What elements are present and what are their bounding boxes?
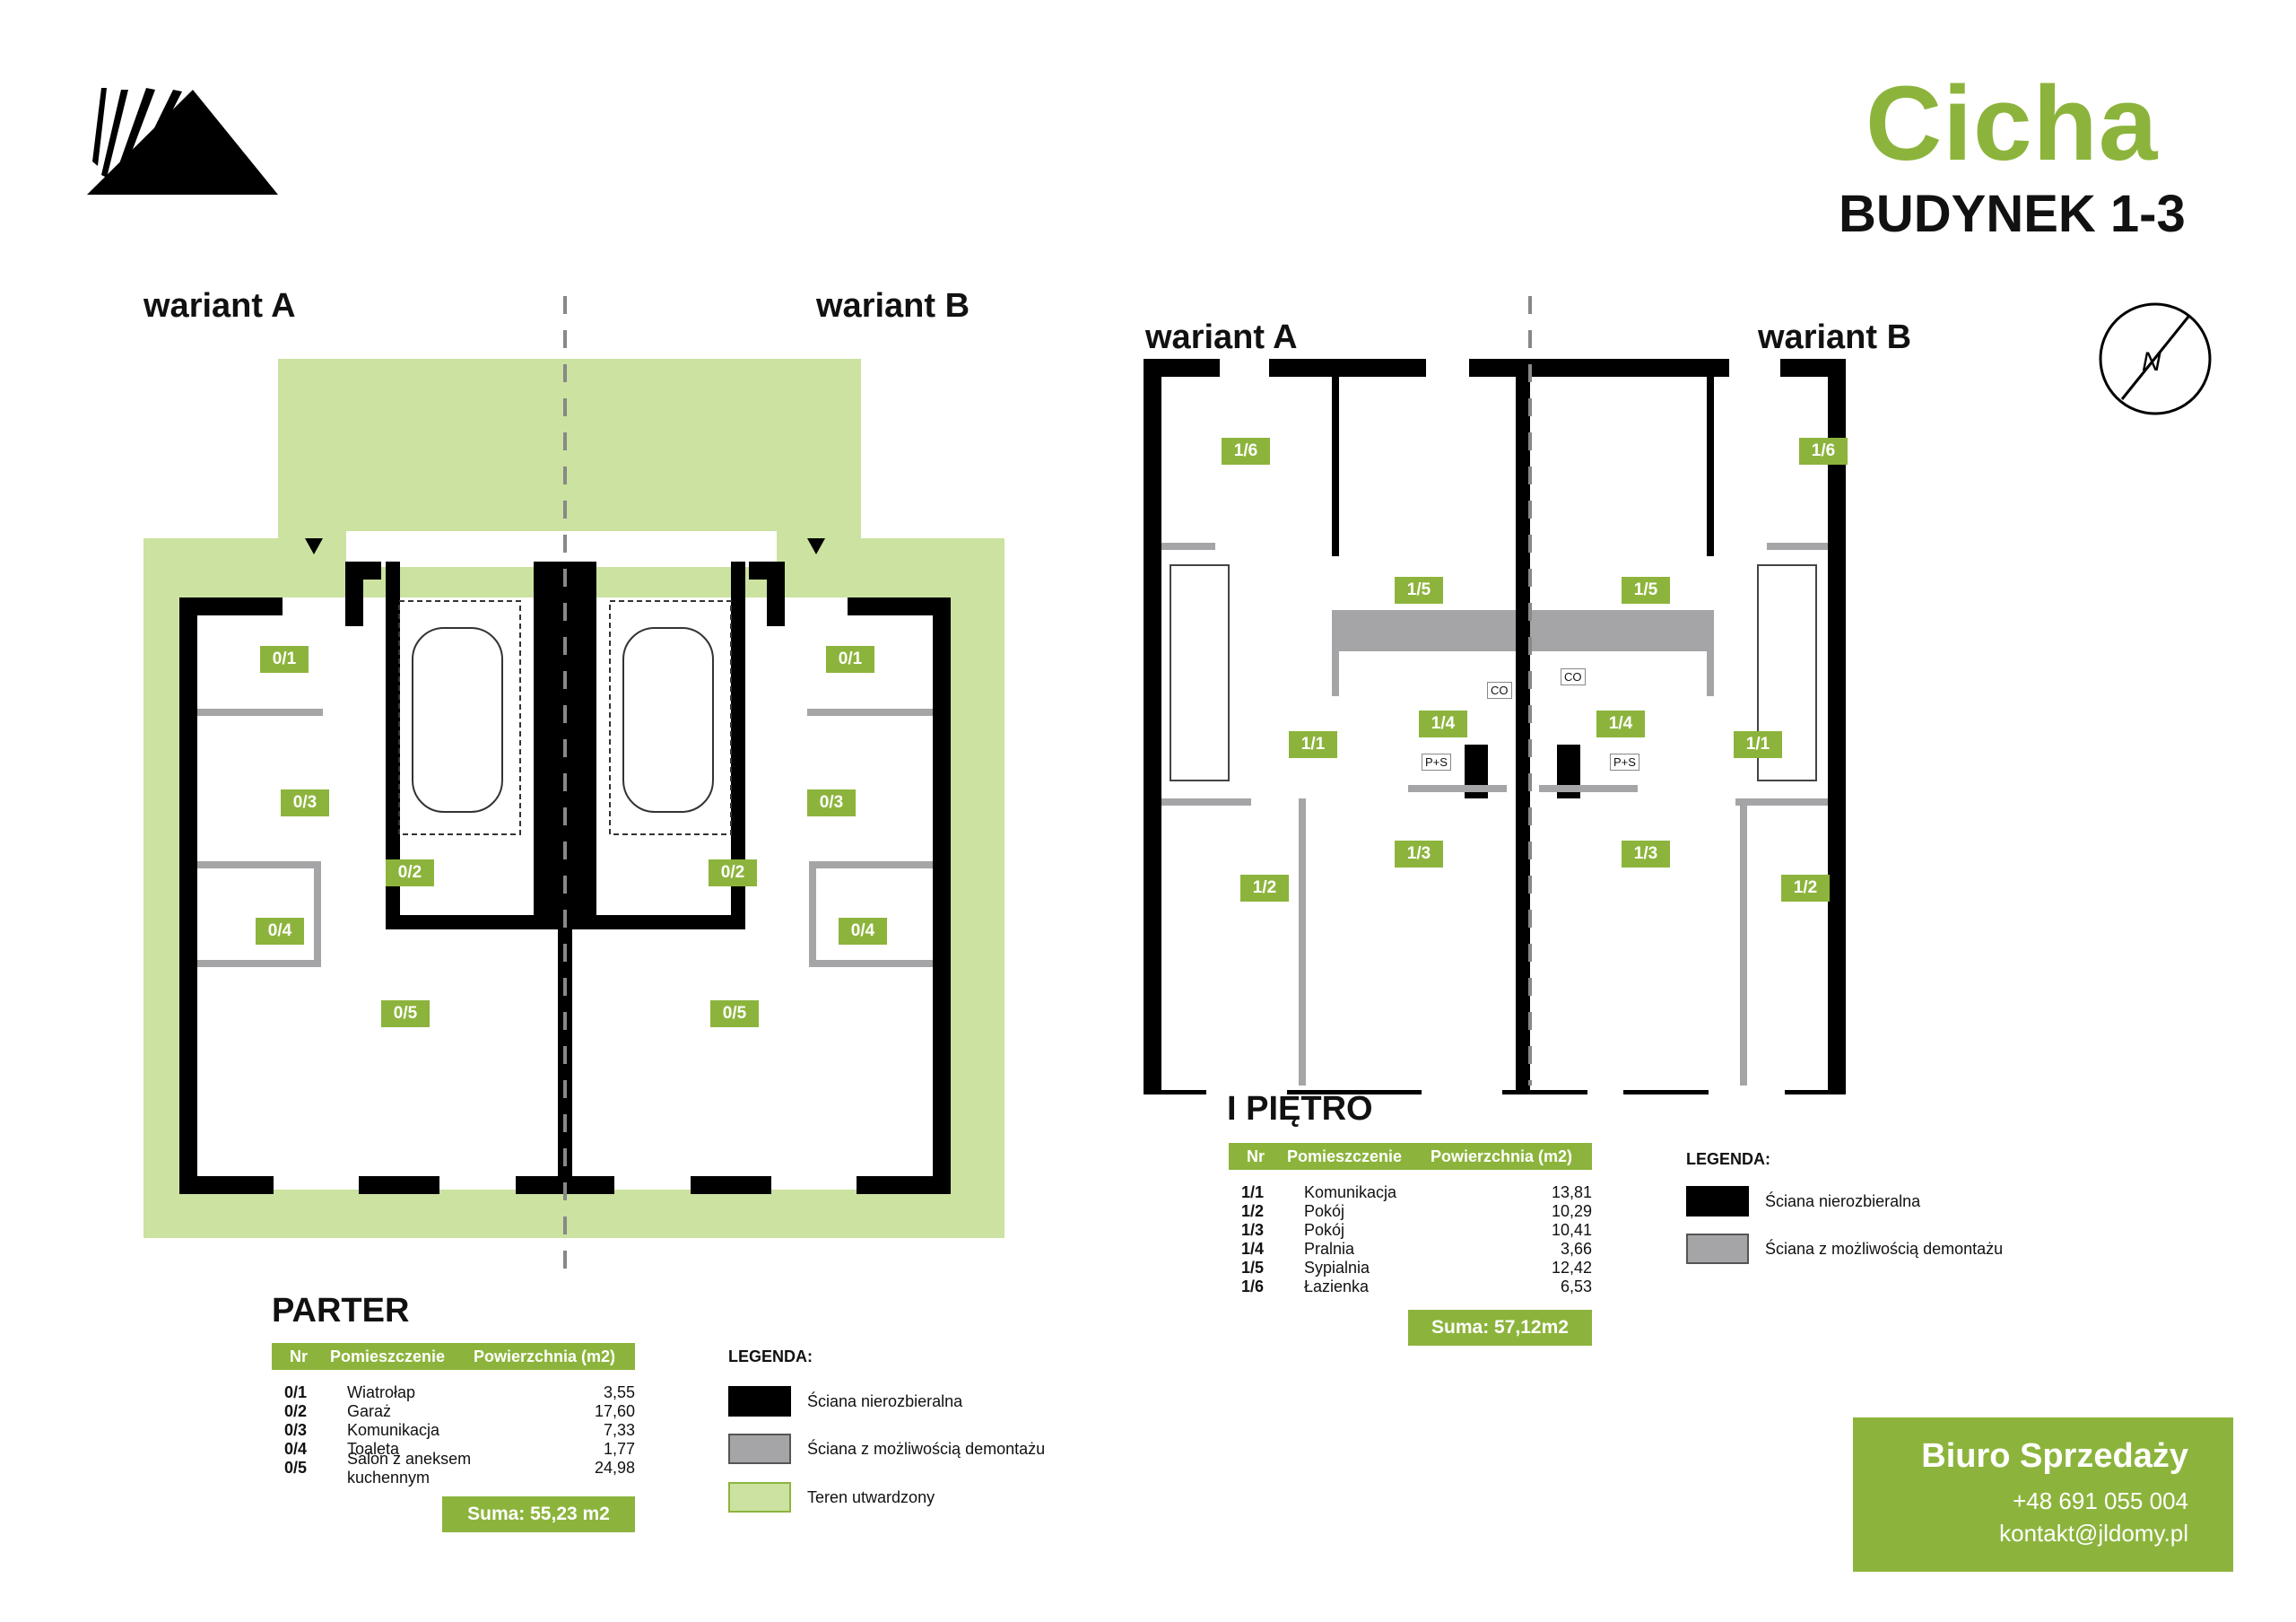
compass: N [2099, 302, 2212, 415]
room-label: 1/2 [1781, 875, 1830, 902]
plan-divider [1528, 296, 1532, 1086]
room-label: 1/1 [1734, 731, 1782, 758]
room-label: 1/5 [1395, 577, 1443, 604]
legend-title: LEGENDA: [1686, 1150, 1770, 1168]
room-label: 0/2 [386, 859, 434, 886]
mountain-logo-icon [87, 88, 278, 195]
room-label: 0/5 [381, 1000, 430, 1027]
room-label: 0/5 [710, 1000, 759, 1027]
sales-title: Biuro Sprzedaży [1921, 1437, 2188, 1475]
pietro-title: I PIĘTRO [1227, 1090, 1373, 1128]
room-label: 1/4 [1419, 711, 1467, 737]
legend-item: Ściana nierozbieralna [728, 1386, 962, 1417]
room-label: 0/4 [839, 918, 887, 945]
parter-sum: Suma: 55,23 m2 [442, 1496, 635, 1532]
removable-walls [197, 709, 933, 967]
sales-email[interactable]: kontakt@jldomy.pl [1999, 1520, 2188, 1547]
legend-title: LEGENDA: [728, 1347, 813, 1365]
pietro-floor-plan [1144, 359, 1846, 1094]
co-label: CO [1487, 682, 1512, 699]
room-label: 0/3 [281, 789, 329, 816]
legend-item: Ściana z możliwością demontażu [1686, 1234, 2003, 1264]
legend-item: Ściana z możliwością demontażu [728, 1434, 1045, 1464]
parter-wariant-a: wariant A [144, 287, 296, 325]
pietro-wariant-a: wariant A [1145, 318, 1298, 356]
room-label: 0/2 [709, 859, 757, 886]
compass-label: N [2142, 347, 2161, 377]
sales-phone[interactable]: +48 691 055 004 [2013, 1487, 2188, 1514]
parter-floor-plan [144, 296, 1004, 1274]
north-arrow-icon [2120, 316, 2190, 400]
page-subtitle: BUDYNEK 1-3 [1839, 185, 2186, 243]
sales-office-box: Biuro Sprzedaży +48 691 055 004 kontakt@… [1853, 1417, 2233, 1572]
room-label: 1/6 [1799, 438, 1848, 465]
pietro-sum: Suma: 57,12m2 [1408, 1310, 1592, 1346]
logo [87, 88, 278, 195]
load-bearing-walls [179, 562, 951, 1194]
table-header: Nr Pomieszczenie Powierzchnia (m2) [272, 1343, 635, 1370]
removable-walls [1161, 543, 1828, 1086]
room-label: 1/2 [1240, 875, 1289, 902]
legend-item: Teren utwardzony [728, 1482, 935, 1513]
room-label: 0/1 [826, 646, 874, 673]
room-label: 1/5 [1622, 577, 1670, 604]
room-label: 0/3 [807, 789, 856, 816]
load-bearing-walls [1144, 359, 1846, 1094]
room-label: 1/6 [1222, 438, 1270, 465]
room-label: 1/3 [1622, 841, 1670, 868]
room-label: 0/4 [256, 918, 304, 945]
ps-label: P+S [1610, 754, 1639, 771]
room-label: 1/4 [1596, 711, 1645, 737]
pietro-wariant-b: wariant B [1758, 318, 1912, 356]
parter-title: PARTER [272, 1292, 410, 1330]
car-outline [398, 600, 732, 835]
room-label: 1/1 [1289, 731, 1337, 758]
ps-label: P+S [1422, 754, 1451, 771]
room-label: 0/1 [260, 646, 309, 673]
staircase [1170, 564, 1817, 781]
room-label: 1/3 [1395, 841, 1443, 868]
parter-wariant-b: wariant B [816, 287, 970, 325]
table-header: Nr Pomieszczenie Powierzchnia (m2) [1229, 1143, 1592, 1170]
page-title: Cicha [1866, 65, 2159, 183]
legend-item: Ściana nierozbieralna [1686, 1186, 1920, 1216]
co-label: CO [1561, 668, 1586, 685]
